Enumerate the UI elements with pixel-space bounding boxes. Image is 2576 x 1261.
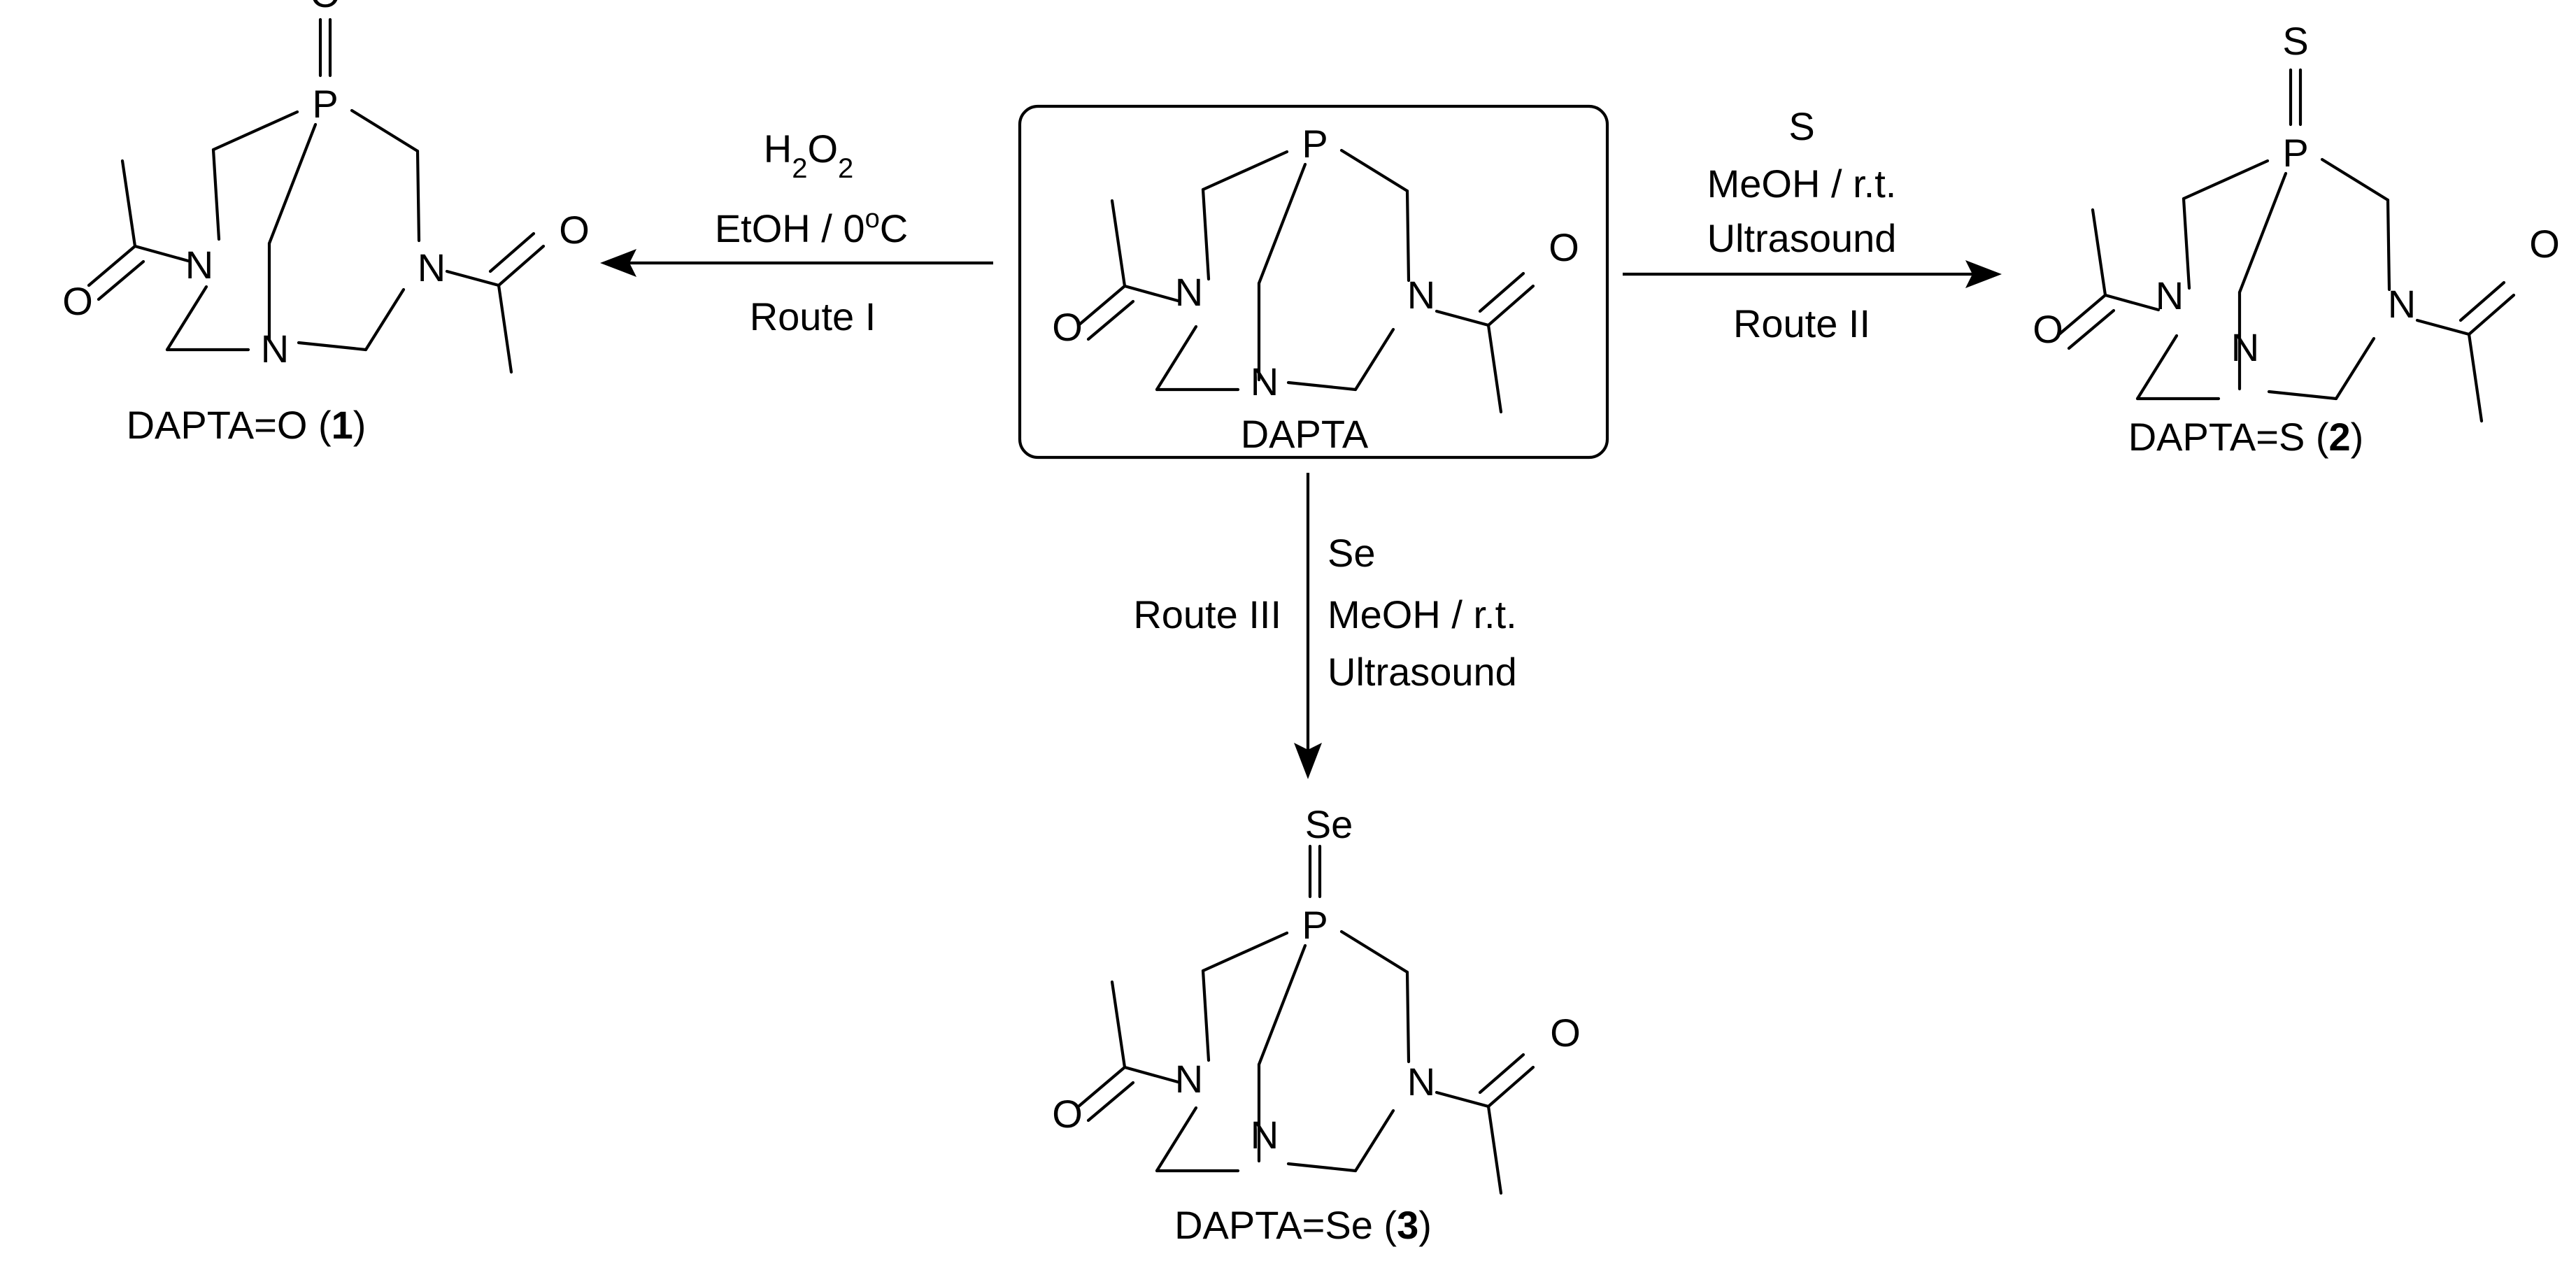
dapta-name-label: DAPTA <box>1241 412 1369 456</box>
route-2-arrow <box>1623 260 2002 288</box>
selenide-o-left: O <box>1052 1092 1083 1136</box>
selenide-o-right: O <box>1550 1011 1581 1055</box>
route-2-name: Route II <box>1733 301 1870 345</box>
route-2-reagent: S <box>1788 104 1814 148</box>
selenide-name-label: DAPTA=Se (3) <box>1174 1203 1432 1247</box>
route-2-solvent: MeOH / r.t. <box>1707 162 1897 206</box>
route-1-conditions: EtOH / 0oC <box>715 204 908 250</box>
dapta-o-right: O <box>1549 225 1579 269</box>
oxide-n-left: N <box>185 243 213 287</box>
dapta-p-label: P <box>1302 122 1328 166</box>
route-2-activation: Ultrasound <box>1707 216 1897 260</box>
sulfide-n-right: N <box>2388 282 2416 326</box>
oxide-o-left: O <box>62 279 93 323</box>
sulfide-name-label: DAPTA=S (2) <box>2128 415 2364 459</box>
sulfide-n-bottom: N <box>2231 325 2259 369</box>
selenide-n-left: N <box>1175 1057 1203 1101</box>
route-3-activation: Ultrasound <box>1328 650 1517 694</box>
dapta-n-bottom: N <box>1251 359 1279 404</box>
selenide-se-label: Se <box>1305 802 1353 846</box>
sulfide-o-left: O <box>2033 307 2063 351</box>
sulfide-n-left: N <box>2156 273 2184 318</box>
compound-dapta-sulfide: S P N N N O O <box>2033 19 2560 421</box>
route-1-arrow <box>600 249 993 277</box>
oxide-o-right: O <box>559 208 590 252</box>
selenide-n-right: N <box>1407 1060 1435 1104</box>
oxide-n-right: N <box>418 245 446 290</box>
compound-dapta-selenide: Se P N N N O O <box>1052 802 1581 1193</box>
dapta-box <box>1018 104 1609 459</box>
selenide-p-label: P <box>1302 903 1328 947</box>
route-3-arrow <box>1294 473 1322 779</box>
sulfide-p-label: P <box>2282 131 2308 175</box>
route-3-reagent: Se <box>1328 531 1376 575</box>
oxide-p-label: P <box>312 82 338 126</box>
route-1-name: Route I <box>750 294 876 339</box>
route-3-solvent: MeOH / r.t. <box>1328 592 1517 636</box>
compound-dapta: P N N N O O <box>1052 122 1579 412</box>
route-1-reagent: H2O2 <box>764 127 854 184</box>
sulfide-o-right: O <box>2529 222 2560 266</box>
route-3-name: Route III <box>1133 592 1281 636</box>
selenide-n-bottom: N <box>1251 1113 1279 1157</box>
sulfide-s-label: S <box>2282 19 2308 63</box>
oxide-n-bottom: N <box>261 327 289 371</box>
dapta-n-left: N <box>1175 270 1203 314</box>
dapta-n-right: N <box>1407 273 1435 317</box>
oxide-o-label: O <box>310 0 341 15</box>
compound-dapta-oxide: O P N N N O O <box>62 0 590 372</box>
oxide-name-label: DAPTA=O (1) <box>127 403 367 447</box>
dapta-o-left: O <box>1052 305 1083 349</box>
